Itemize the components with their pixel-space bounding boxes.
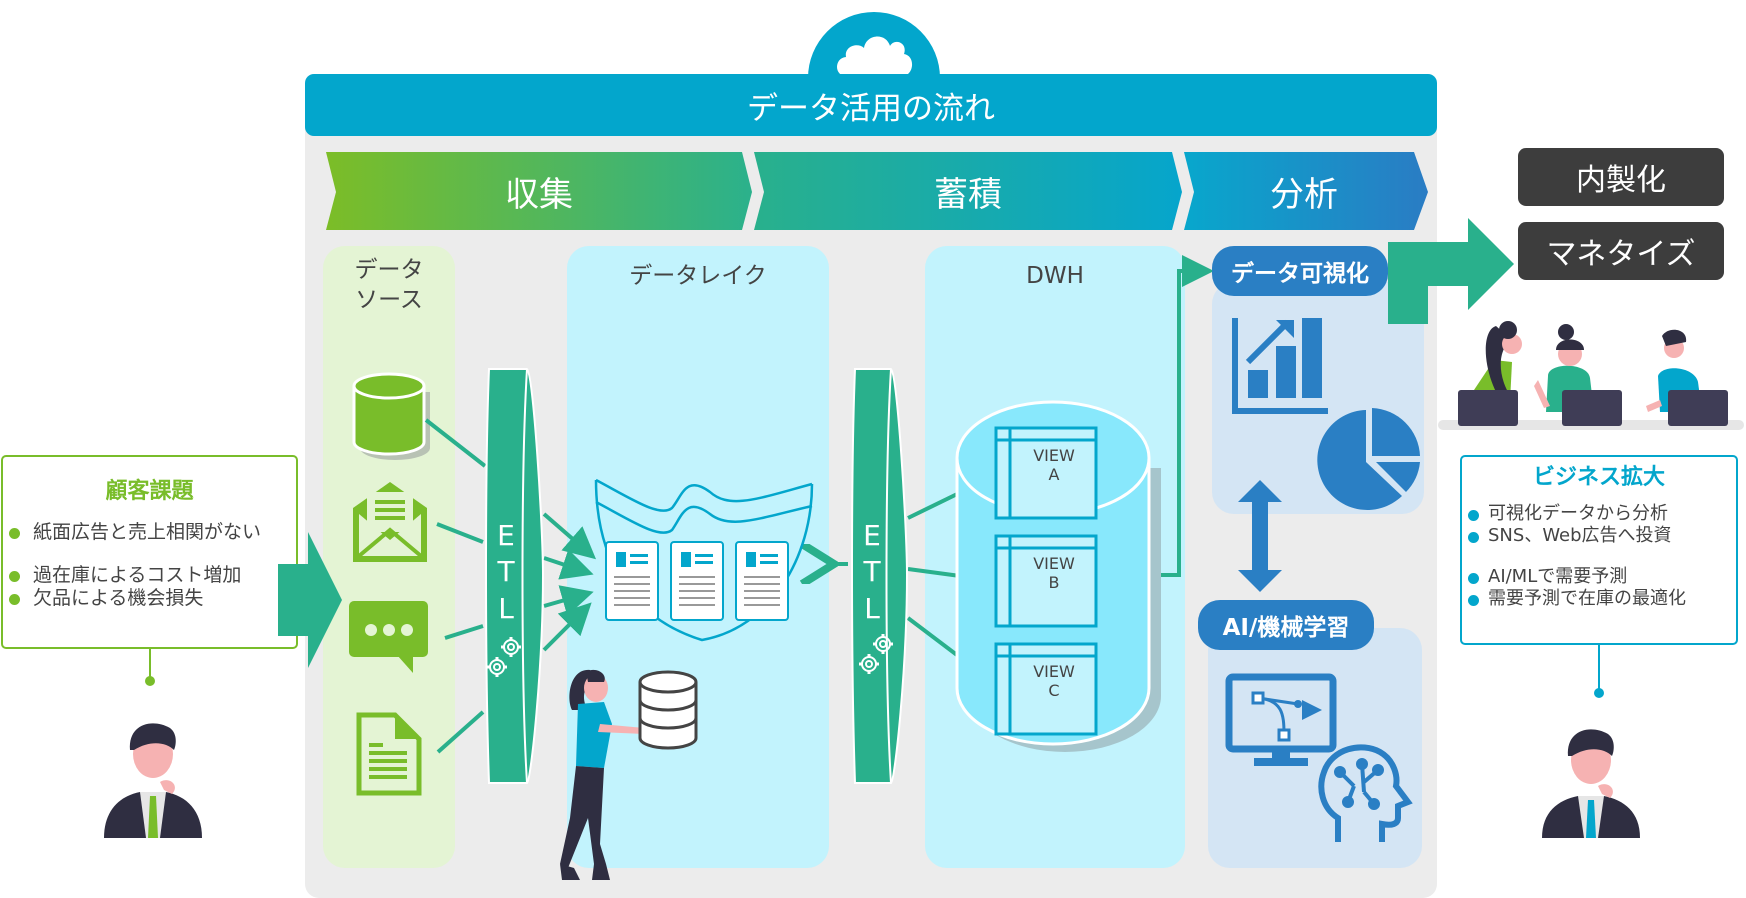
business-expansion-item: 需要予測で在庫の最適化 — [1462, 588, 1736, 610]
business-expansion-card: ビジネス拡大 可視化データから分析 SNS、Web広告へ投資 AI/MLで需要予… — [1460, 455, 1738, 645]
etl-right-label: E T L — [853, 518, 891, 627]
outcome-arrow-icon — [1388, 218, 1514, 324]
business-expansion-item: 可視化データから分析 — [1462, 503, 1736, 525]
document-cards — [605, 541, 789, 621]
etl-right-letter-l: L — [864, 591, 880, 625]
business-person-illustration — [1542, 729, 1640, 838]
phase-chevron-store — [754, 152, 1182, 230]
view-c-line2: C — [1048, 681, 1060, 701]
etl-left-letter-e: E — [497, 519, 515, 552]
business-expansion-item: AI/MLで需要予測 — [1462, 566, 1736, 588]
pie-chart-icon — [1317, 408, 1420, 510]
monitor-curve-icon — [1225, 673, 1337, 766]
line-doc-to-etl — [436, 710, 485, 754]
database-icon — [352, 372, 430, 460]
etl-right-ring — [851, 368, 909, 784]
team-meeting-illustration — [1438, 321, 1744, 430]
document-icon — [356, 712, 422, 796]
issues-to-flow-arrow-icon — [278, 532, 342, 668]
bar-chart-icon — [1232, 318, 1328, 414]
mail-icon — [353, 482, 427, 562]
ai-ml-pill: AI/機械学習 — [1198, 600, 1374, 650]
customer-issue-item: 過在庫によるコスト増加 — [3, 564, 296, 587]
customer-issues-title: 顧客課題 — [105, 479, 194, 504]
etl-right-letter-t: T — [863, 555, 881, 589]
phase-chevron-collect — [326, 152, 752, 230]
view-b-label: VIEW B — [1012, 554, 1096, 592]
arrow-dwh-to-visualization — [1146, 255, 1214, 577]
chat-icon — [349, 601, 428, 673]
view-b-line2: B — [1048, 573, 1060, 593]
business-expansion-title: ビジネス拡大 — [1532, 465, 1665, 490]
view-c-line1: VIEW — [1033, 662, 1075, 681]
business-connector-line — [1594, 643, 1604, 698]
view-boxes — [994, 426, 1098, 736]
cloud-icon — [837, 36, 913, 76]
etl-right-letter-e: E — [863, 519, 881, 552]
dwh-title: DWH — [1026, 263, 1084, 289]
line-chat-to-etl — [444, 624, 484, 640]
data-source-title: データ ソース — [323, 256, 455, 316]
phase-label-collect: 収集 — [505, 174, 573, 215]
data-lake-title: データレイク — [629, 263, 767, 289]
customer-person-illustration — [104, 723, 202, 838]
data-visualization-pill: データ可視化 — [1212, 246, 1388, 296]
customer-issues-card: 顧客課題 紙面広告と売上相関がない 過在庫によるコスト増加 欠品による機会損失 — [1, 455, 298, 649]
business-expansion-item: SNS、Web広告へ投資 — [1462, 525, 1736, 547]
data-source-title-line2: ソース — [355, 286, 423, 313]
ai-brain-icon — [1318, 744, 1413, 842]
arrow-etl-to-lake-2 — [543, 549, 594, 580]
etl-left-letter-t: T — [497, 555, 515, 589]
in-house-label: 内製化 — [1518, 148, 1724, 206]
etl-left-label: E T L — [487, 518, 525, 627]
gear-icon — [487, 637, 521, 677]
gear-icon — [859, 634, 893, 674]
etl-left-ring — [485, 368, 545, 784]
customer-issue-item: 紙面広告と売上相関がない — [3, 521, 296, 544]
view-a-line2: A — [1048, 465, 1060, 485]
phase-label-analyze: 分析 — [1270, 174, 1338, 215]
etl-left-letter-l: L — [498, 591, 514, 625]
customer-connector-line — [145, 648, 155, 686]
data-source-title-line1: データ — [354, 257, 424, 283]
person-carrying-database-illustration — [560, 669, 698, 880]
view-a-label: VIEW A — [1012, 446, 1096, 484]
monetize-label: マネタイズ — [1518, 222, 1724, 280]
arrow-etl-to-lake-3 — [543, 585, 594, 616]
bidirectional-arrow-icon — [1238, 480, 1282, 592]
arrow-etl-to-lake-4 — [542, 602, 592, 652]
page-title: データ活用の流れ — [305, 74, 1437, 136]
line-mail-to-etl — [436, 522, 484, 544]
phase-chevron-analyze — [1184, 152, 1428, 230]
customer-issue-item: 欠品による機会損失 — [3, 587, 296, 610]
view-a-line1: VIEW — [1033, 446, 1075, 465]
view-b-line1: VIEW — [1033, 554, 1075, 573]
arrow-etl-to-lake-1 — [542, 512, 597, 560]
data-lake-icon — [594, 478, 814, 642]
phase-label-store: 蓄積 — [934, 174, 1002, 215]
line-db-to-etl — [424, 418, 487, 468]
view-c-label: VIEW C — [1012, 662, 1096, 700]
